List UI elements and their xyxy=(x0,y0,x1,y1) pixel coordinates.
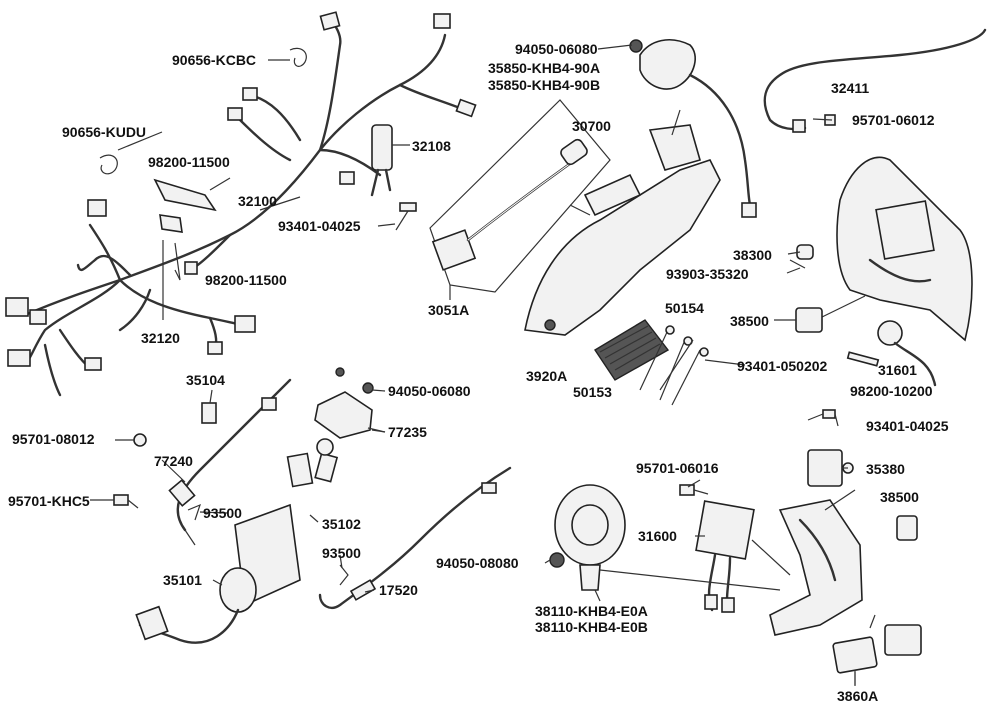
label-93401-04025-bottom: 93401-04025 xyxy=(866,418,949,434)
label-95701-08012: 95701-08012 xyxy=(12,431,95,447)
label-17520: 17520 xyxy=(379,582,418,598)
label-93500-left: 93500 xyxy=(203,505,242,521)
label-32411: 32411 xyxy=(831,80,870,96)
frame-cover xyxy=(524,109,721,336)
relays-3860A xyxy=(832,614,922,685)
screw-93401-04025-lower xyxy=(807,409,836,421)
cable-77240 xyxy=(168,378,292,546)
label-35102: 35102 xyxy=(322,516,361,532)
part-35850 xyxy=(629,39,757,218)
label-30700: 30700 xyxy=(572,118,611,134)
label-93500-mid: 93500 xyxy=(322,545,361,561)
label-32120: 32120 xyxy=(141,330,180,346)
label-95701-KHC5: 95701-KHC5 xyxy=(8,493,90,509)
label-3860A: 3860A xyxy=(837,688,879,704)
label-32100-visible: 32100 xyxy=(238,193,277,209)
label-38110-KHB4-E0B: 38110-KHB4-E0B xyxy=(535,619,648,635)
bolts-50153-50154 xyxy=(639,325,709,406)
label-94050-08080: 94050-08080 xyxy=(436,555,519,571)
label-94050-06080-mid: 94050-06080 xyxy=(388,383,471,399)
label-93401-050202: 93401-050202 xyxy=(737,358,828,374)
relay-35380 xyxy=(807,449,854,487)
label-50154: 50154 xyxy=(665,300,704,316)
screw-93401-04025-upper xyxy=(395,202,417,231)
part-32108 xyxy=(339,124,393,197)
label-98200-11500-bottom: 98200-11500 xyxy=(205,272,287,288)
leader-lines xyxy=(90,44,856,686)
relay-38500-upper xyxy=(795,307,823,333)
label-38110-KHB4-E0A: 38110-KHB4-E0A xyxy=(535,603,648,619)
ignition-switch-35101 xyxy=(135,438,339,644)
label-35380: 35380 xyxy=(866,461,905,477)
label-98200-10200: 98200-10200 xyxy=(850,383,933,399)
label-38500-upper: 38500 xyxy=(730,313,769,329)
label-35850-KHB4-90A: 35850-KHB4-90A xyxy=(488,60,601,76)
label-95701-06016: 95701-06016 xyxy=(636,460,719,476)
part-3051A-group xyxy=(429,99,611,300)
part-31601 xyxy=(846,320,937,387)
label-3920A: 3920A xyxy=(526,368,568,384)
cable-17520 xyxy=(318,466,512,609)
label-94050-06080-top: 94050-06080 xyxy=(515,41,598,57)
label-35101: 35101 xyxy=(163,572,202,588)
rear-panel-assembly xyxy=(789,156,973,342)
label-90656-KCBC: 90656-KCBC xyxy=(172,52,257,68)
wire-harness-32100 xyxy=(5,11,477,397)
part-35104 xyxy=(201,402,217,424)
screw-95701-KHC5 xyxy=(113,494,139,509)
label-32108: 32108 xyxy=(412,138,451,154)
label-77235: 77235 xyxy=(388,424,427,440)
clip-93500-mid xyxy=(339,564,349,586)
label-31601: 31601 xyxy=(878,362,917,378)
label-50153: 50153 xyxy=(573,384,612,400)
label-98200-11500-top: 98200-11500 xyxy=(148,154,230,170)
label-35850-KHB4-90B: 35850-KHB4-90B xyxy=(488,77,601,93)
screw-95701-08012 xyxy=(133,433,147,447)
label-31600: 31600 xyxy=(638,528,677,544)
label-35104: 35104 xyxy=(186,372,225,388)
regulator-31600 xyxy=(695,500,791,613)
label-90656-KUDU: 90656-KUDU xyxy=(62,124,147,140)
label-38300: 38300 xyxy=(733,247,772,263)
regulator-3920A xyxy=(594,319,670,381)
relay-38500-lower xyxy=(896,515,918,541)
label-93903-35320: 93903-35320 xyxy=(666,266,749,282)
screw-95701-06016 xyxy=(679,484,709,496)
label-3051A: 3051A xyxy=(428,302,470,318)
label-77240: 77240 xyxy=(154,453,193,469)
mounting-bracket xyxy=(769,489,863,636)
label-93401-04025-top: 93401-04025 xyxy=(278,218,361,234)
clip-93500-left xyxy=(187,503,201,521)
label-95701-06012: 95701-06012 xyxy=(852,112,935,128)
label-38500-lower: 38500 xyxy=(880,489,919,505)
bracket-77235 xyxy=(314,367,386,439)
horn-38110 xyxy=(549,484,781,591)
